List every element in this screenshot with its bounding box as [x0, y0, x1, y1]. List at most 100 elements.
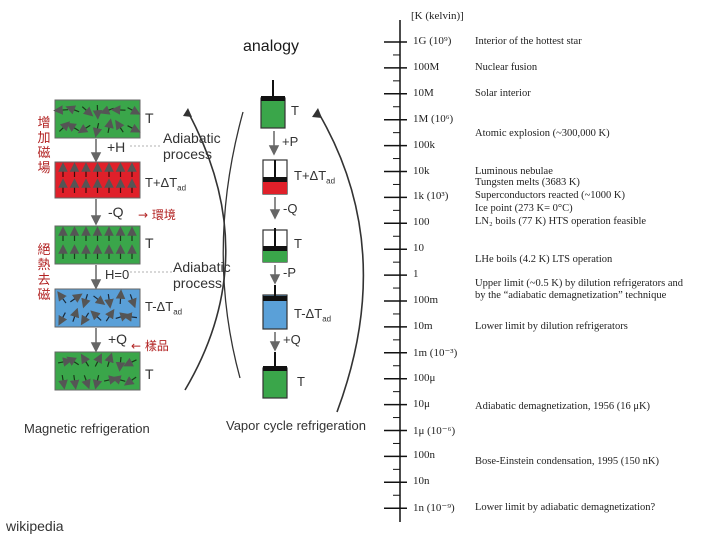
scale-event-label: Luminous nebulae: [475, 165, 553, 177]
scale-event-label: Atomic explosion (~300,000 K): [475, 127, 610, 139]
scale-event-label: Lower limit by dilution refrigerators: [475, 320, 628, 332]
spin-arrow: [115, 356, 126, 372]
magnet-box-disordered-bottom: [54, 351, 141, 391]
from-sample-label: ← 樣品: [131, 339, 169, 353]
spin-arrow: [105, 308, 115, 322]
vap-minus-P: -P: [283, 265, 296, 280]
spin-arrow: [77, 124, 91, 134]
spin-arrow: [111, 375, 126, 385]
spin-arrow: [80, 312, 90, 326]
magnetic-cycle-arc: [184, 111, 227, 391]
mag-T-minus-dT: T-ΔTad: [145, 299, 183, 317]
mag-H0: H=0: [105, 267, 130, 282]
scale-tick-label: 1M (10⁶): [413, 112, 454, 125]
adiabatic-process-1: Adiabatic process: [163, 130, 221, 162]
scale-event-label: Interior of the hottest star: [475, 36, 582, 47]
scale-event-label: LN₂ boils (77 K) HTS operation feasible: [475, 216, 647, 227]
spin-arrow: [92, 374, 103, 390]
scale-event-label: Superconductors reacted (~1000 K): [475, 190, 626, 202]
scale-event-label: Nuclear fusion: [475, 61, 538, 73]
scale-tick-label: 1k (10³): [413, 190, 449, 203]
adiabatic-process-2: Adiabatic process: [173, 259, 231, 291]
spin-arrow: [93, 295, 106, 305]
scale-event-label: Adiabatic demagnetization, 1956 (16 μK): [475, 401, 651, 413]
vapor-cycle-arc: [317, 111, 365, 413]
magnetic-step-arrows: [90, 139, 102, 353]
spin-arrow: [81, 294, 91, 309]
mag-T-2: T: [145, 235, 154, 251]
magnet-box-cold: [54, 288, 141, 328]
spin-arrow: [70, 307, 80, 322]
scale-tick-label: 1μ (10⁻⁶): [413, 424, 456, 437]
cylinder-2: [262, 159, 288, 195]
magnet-box-ordered-hot: [54, 161, 141, 199]
spin-arrow: [57, 357, 73, 367]
spin-arrow: [57, 291, 67, 304]
to-environment-label: → 環境: [138, 208, 176, 222]
scale-tick-label: 10M: [413, 86, 434, 99]
spin-arrow: [115, 119, 125, 133]
scale-header: [K (kelvin)]: [411, 10, 464, 22]
scale-event-label: by the “adiabatic demagnetization” techn…: [475, 289, 667, 301]
spin-arrow: [90, 310, 102, 321]
magnet-box-ordered-cooled: [54, 225, 141, 265]
scale-tick-label: 10k: [413, 164, 430, 177]
scale-tick-label: 10n: [413, 475, 430, 488]
spin-arrow: [65, 105, 80, 115]
scale-tick-label: 100m: [413, 294, 439, 306]
scale-event-label: Ice point (273 K= 0°C): [475, 203, 573, 215]
vapor-cycle-caption: Vapor cycle refrigeration: [226, 418, 366, 433]
scale-event-label: Upper limit (~0.5 K) by dilution refrige…: [475, 278, 684, 290]
spin-arrow: [81, 106, 94, 117]
spin-arrow: [58, 374, 68, 390]
vapor-step-arrows: [268, 131, 281, 352]
spin-arrow: [127, 105, 141, 115]
adiabatic-demagnetization-label: 絕熱去磁: [37, 243, 51, 303]
spin-arrow: [92, 122, 103, 138]
magnet-box-disordered-top: [53, 99, 141, 139]
spin-arrow: [104, 293, 114, 309]
spin-arrow: [66, 356, 80, 366]
spin-arrow: [93, 353, 102, 367]
scale-event-label: Bose-Einstein condensation, 1995 (150 nK…: [475, 455, 660, 467]
cylinder-4: [262, 285, 288, 330]
scale-event-label: Lower limit by adiabatic demagnetization…: [475, 502, 656, 514]
spin-arrow: [58, 121, 71, 132]
vap-plus-P: +P: [282, 134, 299, 149]
scale-tick-label: 10: [413, 242, 424, 255]
spin-arrow: [66, 122, 80, 132]
spin-arrow: [127, 123, 141, 133]
vap-minus-Q: -Q: [283, 201, 298, 216]
slide-title: analogy: [243, 38, 300, 55]
spin-arrow: [127, 294, 137, 309]
scale-tick-label: 100n: [413, 449, 435, 462]
mag-T-plus-dT: T+ΔTad: [145, 175, 187, 193]
spin-arrow: [81, 375, 91, 390]
spin-arrow: [104, 118, 114, 134]
spin-arrow: [122, 312, 138, 322]
vap-T-2: T: [294, 236, 302, 251]
mag-T-1: T: [145, 110, 154, 126]
scale-tick-label: 100k: [413, 138, 435, 151]
spin-arrow: [58, 312, 68, 326]
magnetic-refrigeration-caption: Magnetic refrigeration: [24, 421, 150, 436]
increase-field-label: 增加磁場: [37, 116, 51, 176]
cylinder-1: [260, 80, 286, 129]
spin-arrow: [70, 293, 83, 303]
spin-arrow: [53, 105, 69, 115]
spin-arrow: [123, 376, 137, 386]
vap-T-minus-dT: T-ΔTad: [294, 306, 332, 324]
spin-arrow: [80, 353, 90, 367]
wikipedia-credit: wikipedia: [6, 518, 64, 534]
vap-T-3: T: [297, 374, 305, 389]
scale-tick-label: 100M: [413, 60, 440, 73]
mag-T-3: T: [145, 366, 154, 382]
scale-tick-label: 100: [413, 216, 430, 229]
vap-T-1: T: [291, 103, 299, 118]
scale-event-label: Tungsten melts (3683 K): [475, 177, 580, 189]
mag-plus-Q: +Q: [108, 331, 128, 347]
spin-arrow: [123, 357, 137, 367]
vap-T-plus-dT: T+ΔTad: [294, 168, 336, 186]
vap-plus-Q: +Q: [283, 332, 301, 347]
